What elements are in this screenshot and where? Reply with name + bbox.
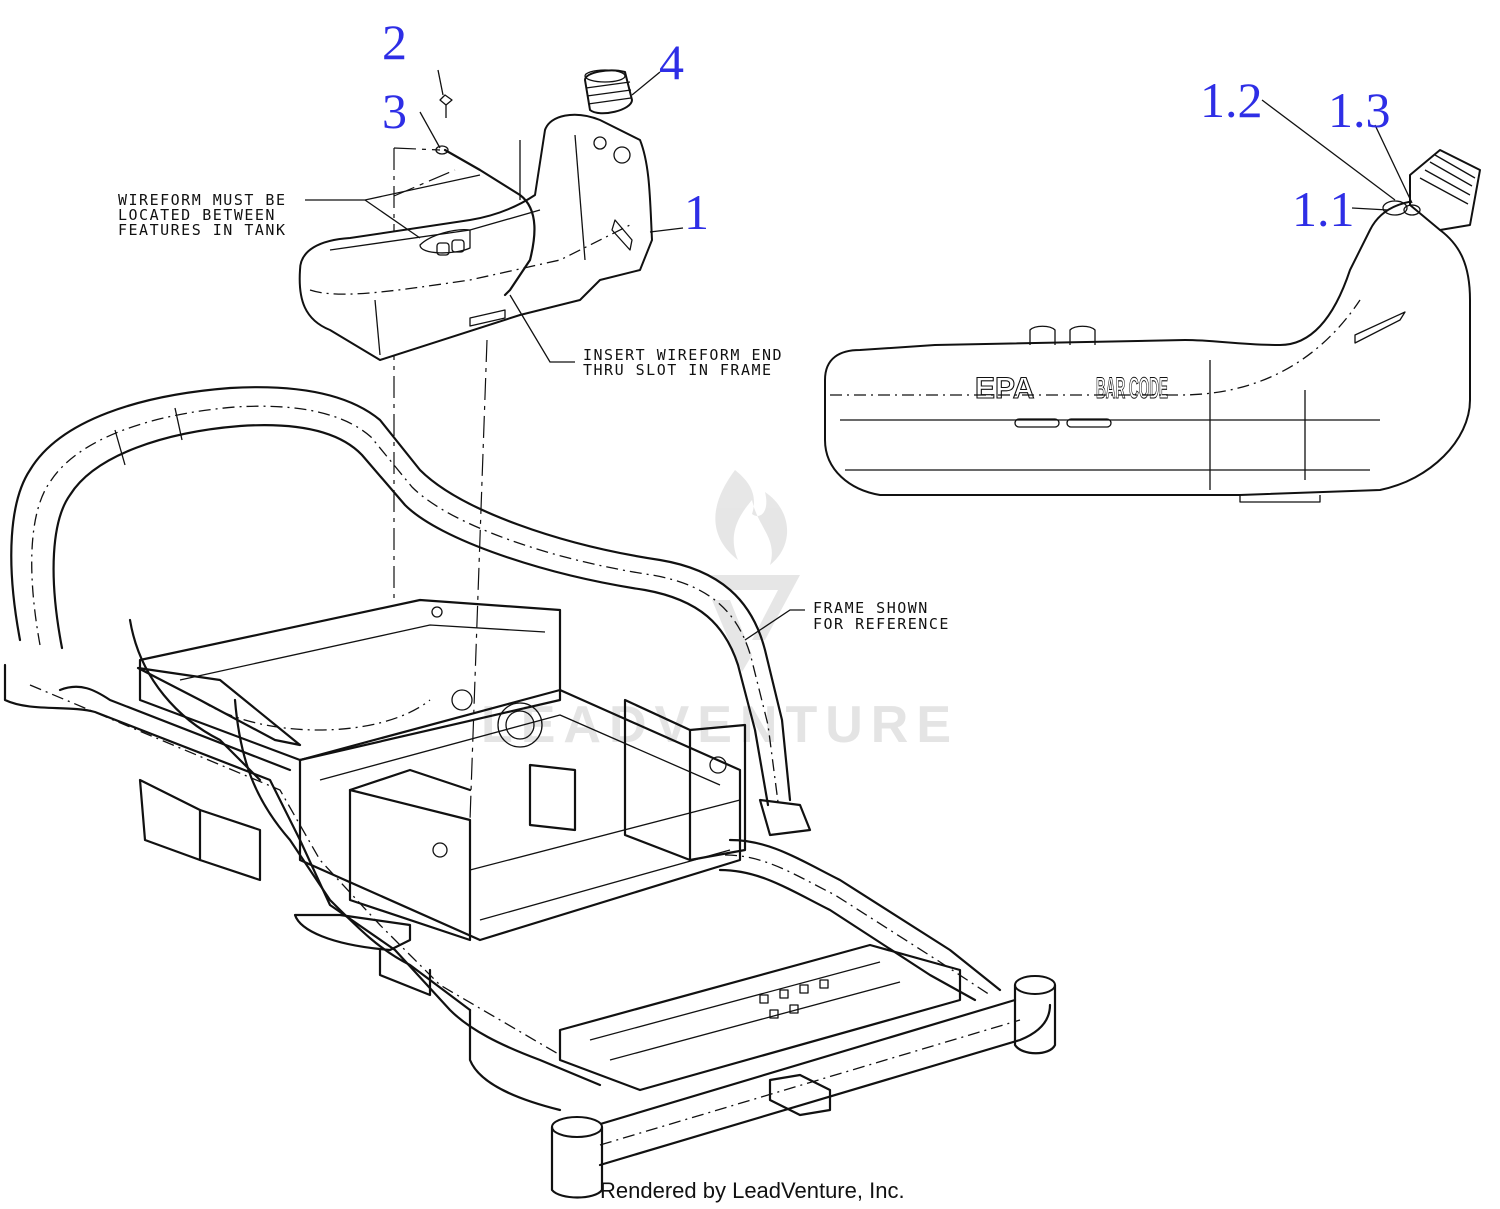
notes: WIREFORM MUST BE LOCATED BETWEEN FEATURE… [118, 191, 950, 633]
callout-2[interactable]: 2 [382, 14, 407, 70]
callout-4[interactable]: 4 [659, 34, 684, 90]
note-wireform-line1: WIREFORM MUST BE [118, 191, 287, 209]
watermark: LEADVENTURE [481, 470, 959, 754]
note-insert-line2: THRU SLOT IN FRAME [583, 361, 773, 379]
barcode-label: BAR CODE [1096, 372, 1168, 405]
fuel-tank-installed [298, 69, 653, 361]
callouts: 2 3 4 1 1.2 1.3 1.1 [382, 14, 1391, 240]
footer-credit: Rendered by LeadVenture, Inc. [600, 1178, 905, 1203]
note-insert-line1: INSERT WIREFORM END [583, 346, 783, 364]
note-frame-line1: FRAME SHOWN [813, 599, 929, 617]
leader-lines [305, 69, 1413, 641]
callout-1-2[interactable]: 1.2 [1200, 72, 1263, 128]
note-frame-line2: FOR REFERENCE [813, 615, 950, 633]
callout-1[interactable]: 1 [684, 184, 709, 240]
platform-slots [759, 979, 829, 1019]
fuel-tank-detail: EPA BAR CODE [824, 149, 1481, 503]
note-wireform-line3: FEATURES IN TANK [118, 221, 287, 239]
callout-3[interactable]: 3 [382, 83, 407, 139]
watermark-text: LEADVENTURE [481, 696, 959, 754]
flame-logo-icon [706, 470, 800, 672]
epa-label: EPA [975, 372, 1034, 405]
callout-1-1[interactable]: 1.1 [1292, 181, 1355, 237]
callout-1-3[interactable]: 1.3 [1328, 82, 1391, 138]
note-wireform-line2: LOCATED BETWEEN [118, 206, 276, 224]
mower-frame [3, 386, 1057, 1199]
